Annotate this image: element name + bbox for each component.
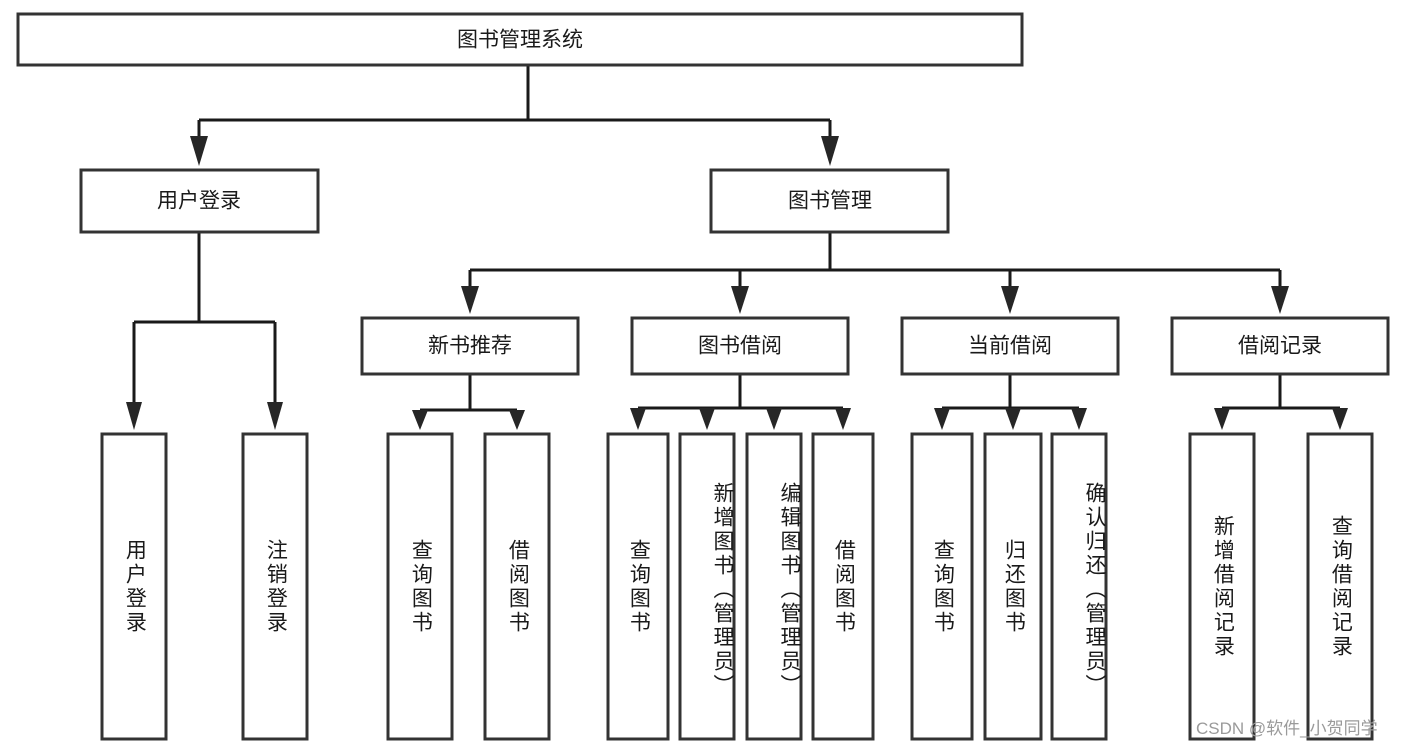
- leaf-box-add-borrow-record[interactable]: [1188, 432, 1256, 741]
- leaf-box-query-book-2[interactable]: [606, 432, 670, 741]
- leaf-box-borrow-book-1[interactable]: [483, 432, 551, 741]
- arrow-head-leaf-user-login: [126, 402, 142, 430]
- leaf-box-logout[interactable]: [241, 432, 309, 741]
- node-book-management-label: 图书管理: [788, 190, 872, 213]
- leaf-box-query-book-3[interactable]: [910, 432, 974, 741]
- leaf-box-confirm-return-admin[interactable]: [1050, 432, 1108, 741]
- leaf-box-query-borrow-record[interactable]: [1306, 432, 1374, 741]
- connectors-user-login-to-leaves: [126, 232, 283, 430]
- node-book-management-box[interactable]: [709, 168, 950, 234]
- node-borrow-record-box[interactable]: [1170, 316, 1390, 376]
- arrow-head-borrow-record: [1271, 286, 1289, 314]
- arrow-head-bl2: [699, 408, 715, 430]
- arrow-head-user-login: [190, 136, 208, 166]
- node-current-borrow-box[interactable]: [900, 316, 1120, 376]
- arrow-head-leaf-logout: [267, 402, 283, 430]
- node-new-book-recommend-box[interactable]: [360, 316, 580, 376]
- arrow-head-bl4: [835, 408, 851, 430]
- node-book-management[interactable]: 图书管理: [709, 168, 950, 234]
- arrow-head-borrow: [731, 286, 749, 314]
- connectors-current-borrow-to-leaves: [934, 374, 1087, 430]
- leaf-box-return-book[interactable]: [983, 432, 1043, 741]
- arrow-head-book-mgmt: [821, 136, 839, 166]
- node-root-box[interactable]: [16, 12, 1024, 67]
- node-user-login-box[interactable]: [79, 168, 320, 234]
- connectors-new-book-to-leaves: [412, 374, 525, 430]
- node-book-borrow[interactable]: 图书借阅: [630, 316, 850, 376]
- arrow-head-cb2: [1005, 408, 1021, 430]
- node-new-book-recommend-label: 新书推荐: [428, 335, 512, 358]
- connectors-borrow-record-to-leaves: [1214, 374, 1348, 430]
- arrow-head-br2: [1332, 408, 1348, 430]
- leaf-boxes: [100, 432, 1374, 741]
- node-current-borrow[interactable]: 当前借阅: [900, 316, 1120, 376]
- arrow-head-br1: [1214, 408, 1230, 430]
- arrow-head-bl3: [766, 408, 782, 430]
- arrow-head-cb3: [1071, 408, 1087, 430]
- node-book-borrow-label: 图书借阅: [698, 335, 782, 358]
- leaf-box-borrow-book-2[interactable]: [811, 432, 875, 741]
- arrow-head-nb2: [509, 410, 525, 430]
- leaf-box-query-book-1[interactable]: [386, 432, 454, 741]
- connectors-borrow-to-leaves: [630, 374, 851, 430]
- arrow-head-current-borrow: [1001, 286, 1019, 314]
- node-current-borrow-label: 当前借阅: [968, 335, 1052, 358]
- node-new-book-recommend[interactable]: 新书推荐: [360, 316, 580, 376]
- connectors-root-to-level2: [190, 65, 839, 166]
- arrow-head-new-book: [461, 286, 479, 314]
- arrow-head-bl1: [630, 408, 646, 430]
- leaf-box-user-login[interactable]: [100, 432, 168, 741]
- node-user-login[interactable]: 用户登录: [79, 168, 320, 234]
- arrow-head-nb1: [412, 410, 428, 430]
- node-root[interactable]: 图书管理系统: [16, 12, 1024, 67]
- arrow-head-cb1: [934, 408, 950, 430]
- leaf-box-edit-book-admin[interactable]: [745, 432, 803, 741]
- node-book-borrow-box[interactable]: [630, 316, 850, 376]
- leaf-box-add-book-admin[interactable]: [678, 432, 736, 741]
- node-user-login-label: 用户登录: [157, 190, 241, 213]
- csdn-watermark: CSDN @软件_小贺同学: [1196, 719, 1378, 738]
- node-root-label: 图书管理系统: [457, 29, 583, 52]
- node-borrow-record-label: 借阅记录: [1238, 335, 1322, 358]
- node-borrow-record[interactable]: 借阅记录: [1170, 316, 1390, 376]
- connectors-book-mgmt-to-level3: [461, 232, 1289, 314]
